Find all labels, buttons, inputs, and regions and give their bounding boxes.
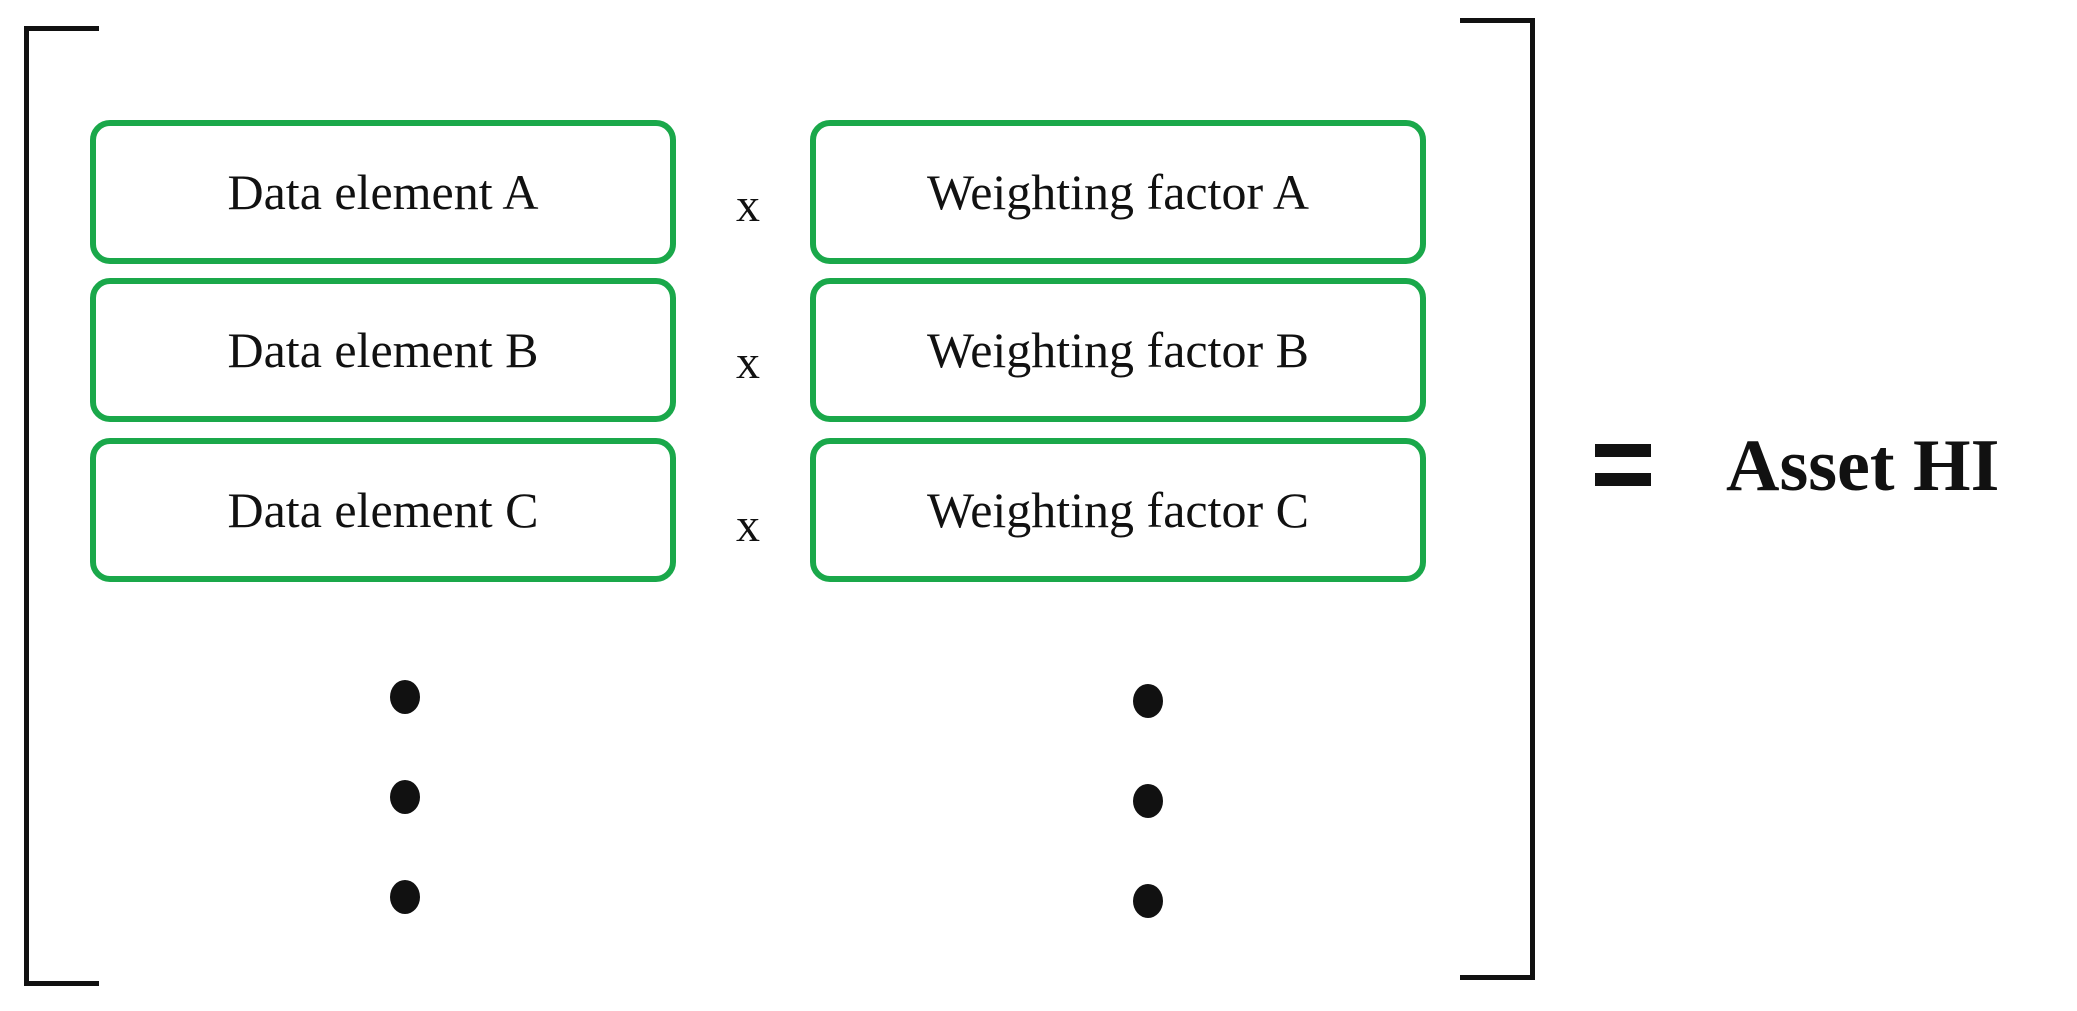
data-element-a-box: Data element A <box>90 120 676 264</box>
multiply-operator-b: x <box>736 336 760 389</box>
ellipsis-dot-icon <box>390 780 420 814</box>
data-element-b-label: Data element B <box>227 322 539 378</box>
data-element-b-box: Data element B <box>90 278 676 422</box>
data-element-a-label: Data element A <box>227 164 539 220</box>
ellipsis-dot-icon <box>1133 784 1163 818</box>
weighting-factor-b-label: Weighting factor B <box>927 322 1309 378</box>
data-element-c-label: Data element C <box>227 482 539 538</box>
weighting-factor-a-box: Weighting factor A <box>810 120 1426 264</box>
data-element-c-box: Data element C <box>90 438 676 582</box>
right-square-bracket <box>1460 18 1535 980</box>
ellipsis-dot-icon <box>1133 684 1163 718</box>
multiply-operator-c: x <box>736 499 760 552</box>
ellipsis-dot-icon <box>1133 884 1163 918</box>
weighting-factor-b-box: Weighting factor B <box>810 278 1426 422</box>
asset-hi-label: Asset HI <box>1726 425 2000 507</box>
equals-sign <box>1595 440 1651 490</box>
left-square-bracket <box>24 26 99 986</box>
weighting-factor-a-label: Weighting factor A <box>927 164 1309 220</box>
ellipsis-dot-icon <box>390 680 420 714</box>
multiply-operator-a: x <box>736 179 760 232</box>
weighting-factor-c-box: Weighting factor C <box>810 438 1426 582</box>
ellipsis-dot-icon <box>390 880 420 914</box>
weighting-factor-c-label: Weighting factor C <box>927 482 1309 538</box>
